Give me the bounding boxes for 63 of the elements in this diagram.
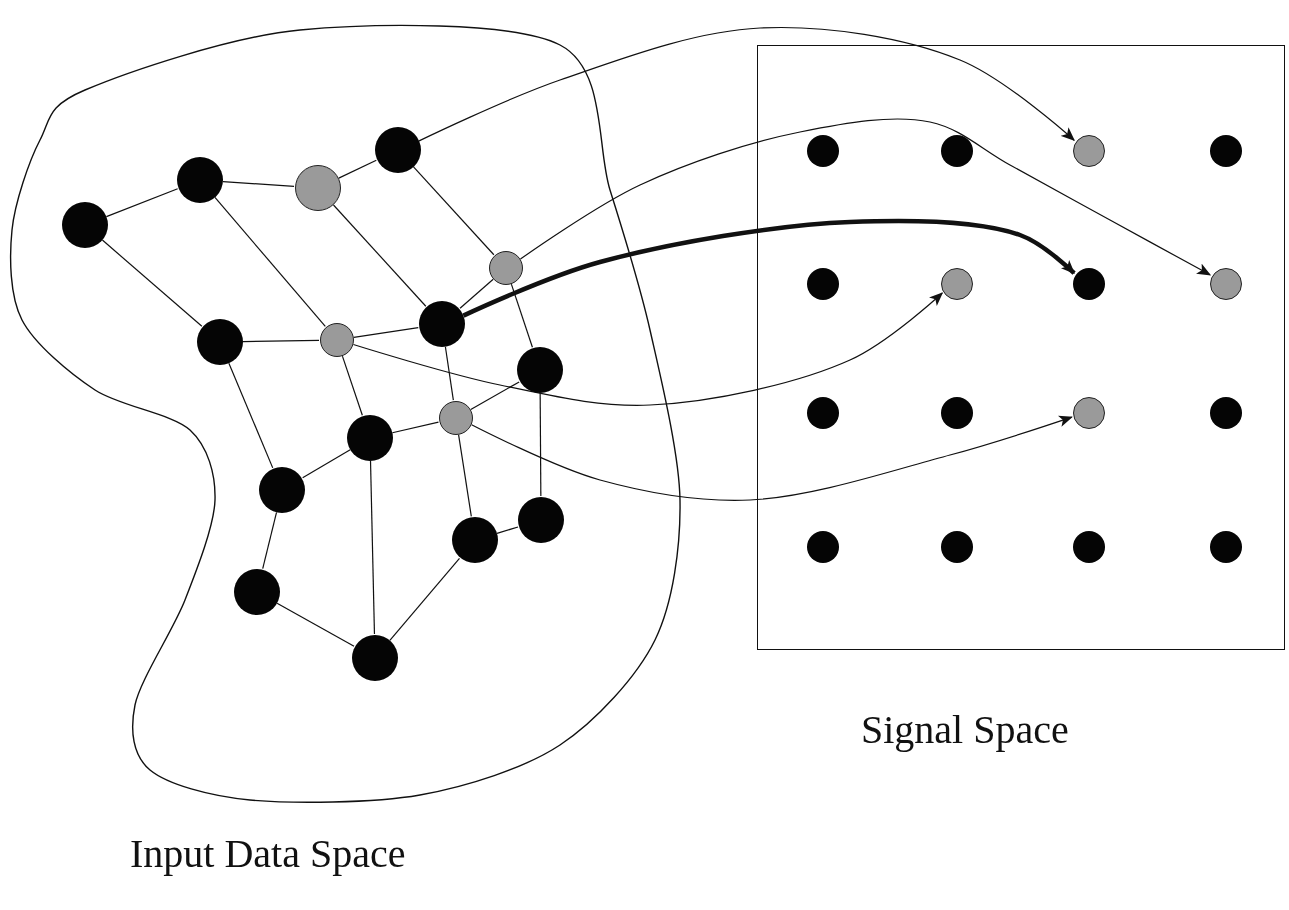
neuron-circle: [1210, 531, 1242, 563]
neuron-circle: [807, 268, 839, 300]
mapping-arrow: [462, 218, 1076, 318]
highlighted-neuron-circle: [1210, 268, 1242, 300]
mapping-arrow: [418, 26, 1075, 142]
neuron-circle: [347, 415, 393, 461]
neuron-circle: [518, 497, 564, 543]
lattice-link: [459, 278, 494, 309]
neuron-circle: [807, 397, 839, 429]
lattice-link: [389, 557, 461, 642]
lattice-link: [332, 204, 427, 307]
lattice-link: [214, 196, 326, 327]
lattice-link: [496, 526, 519, 534]
lattice-link: [262, 511, 278, 570]
lattice-link: [242, 339, 320, 343]
mapping-arrow: [471, 415, 1073, 501]
highlighted-neuron-circle: [295, 165, 341, 211]
neuron-circle: [941, 135, 973, 167]
neuron-circle: [517, 347, 563, 393]
lattice-link: [341, 355, 363, 416]
lattice-link: [539, 392, 542, 497]
lattice-link: [353, 327, 419, 339]
lattice-link: [470, 381, 520, 411]
neuron-circle: [1073, 268, 1105, 300]
neuron-circle: [1210, 397, 1242, 429]
mapping-arrow: [519, 118, 1212, 276]
lattice-link: [510, 283, 533, 348]
lattice-link: [338, 159, 377, 179]
neuron-circle: [352, 635, 398, 681]
neuron-circle: [177, 157, 223, 203]
lattice-link: [101, 239, 203, 327]
mapping-arrow: [352, 292, 944, 406]
lattice-link: [276, 602, 355, 647]
lattice-link: [228, 362, 274, 469]
neuron-circle: [807, 531, 839, 563]
lattice-link: [105, 188, 179, 218]
lattice-link: [412, 166, 495, 256]
lattice-link: [302, 449, 351, 479]
lattice-link: [222, 180, 295, 187]
lattice-link: [391, 421, 440, 434]
highlighted-neuron-circle: [439, 401, 473, 435]
highlighted-neuron-circle: [1073, 135, 1105, 167]
highlighted-neuron-circle: [489, 251, 523, 285]
neuron-circle: [452, 517, 498, 563]
neuron-circle: [62, 202, 108, 248]
lattice-link: [444, 346, 454, 401]
region-title: Signal Space: [861, 706, 1069, 753]
neuron-circle: [259, 467, 305, 513]
neuron-circle: [1073, 531, 1105, 563]
lattice-link: [369, 460, 376, 635]
highlighted-neuron-circle: [941, 268, 973, 300]
lattice-link: [458, 434, 472, 517]
highlighted-neuron-circle: [1073, 397, 1105, 429]
neuron-circle: [1210, 135, 1242, 167]
neuron-circle: [807, 135, 839, 167]
neuron-circle: [941, 397, 973, 429]
neuron-circle: [375, 127, 421, 173]
region-title: Input Data Space: [130, 830, 406, 877]
neuron-circle: [234, 569, 280, 615]
neuron-circle: [941, 531, 973, 563]
neuron-circle: [419, 301, 465, 347]
neuron-circle: [197, 319, 243, 365]
highlighted-neuron-circle: [320, 323, 354, 357]
